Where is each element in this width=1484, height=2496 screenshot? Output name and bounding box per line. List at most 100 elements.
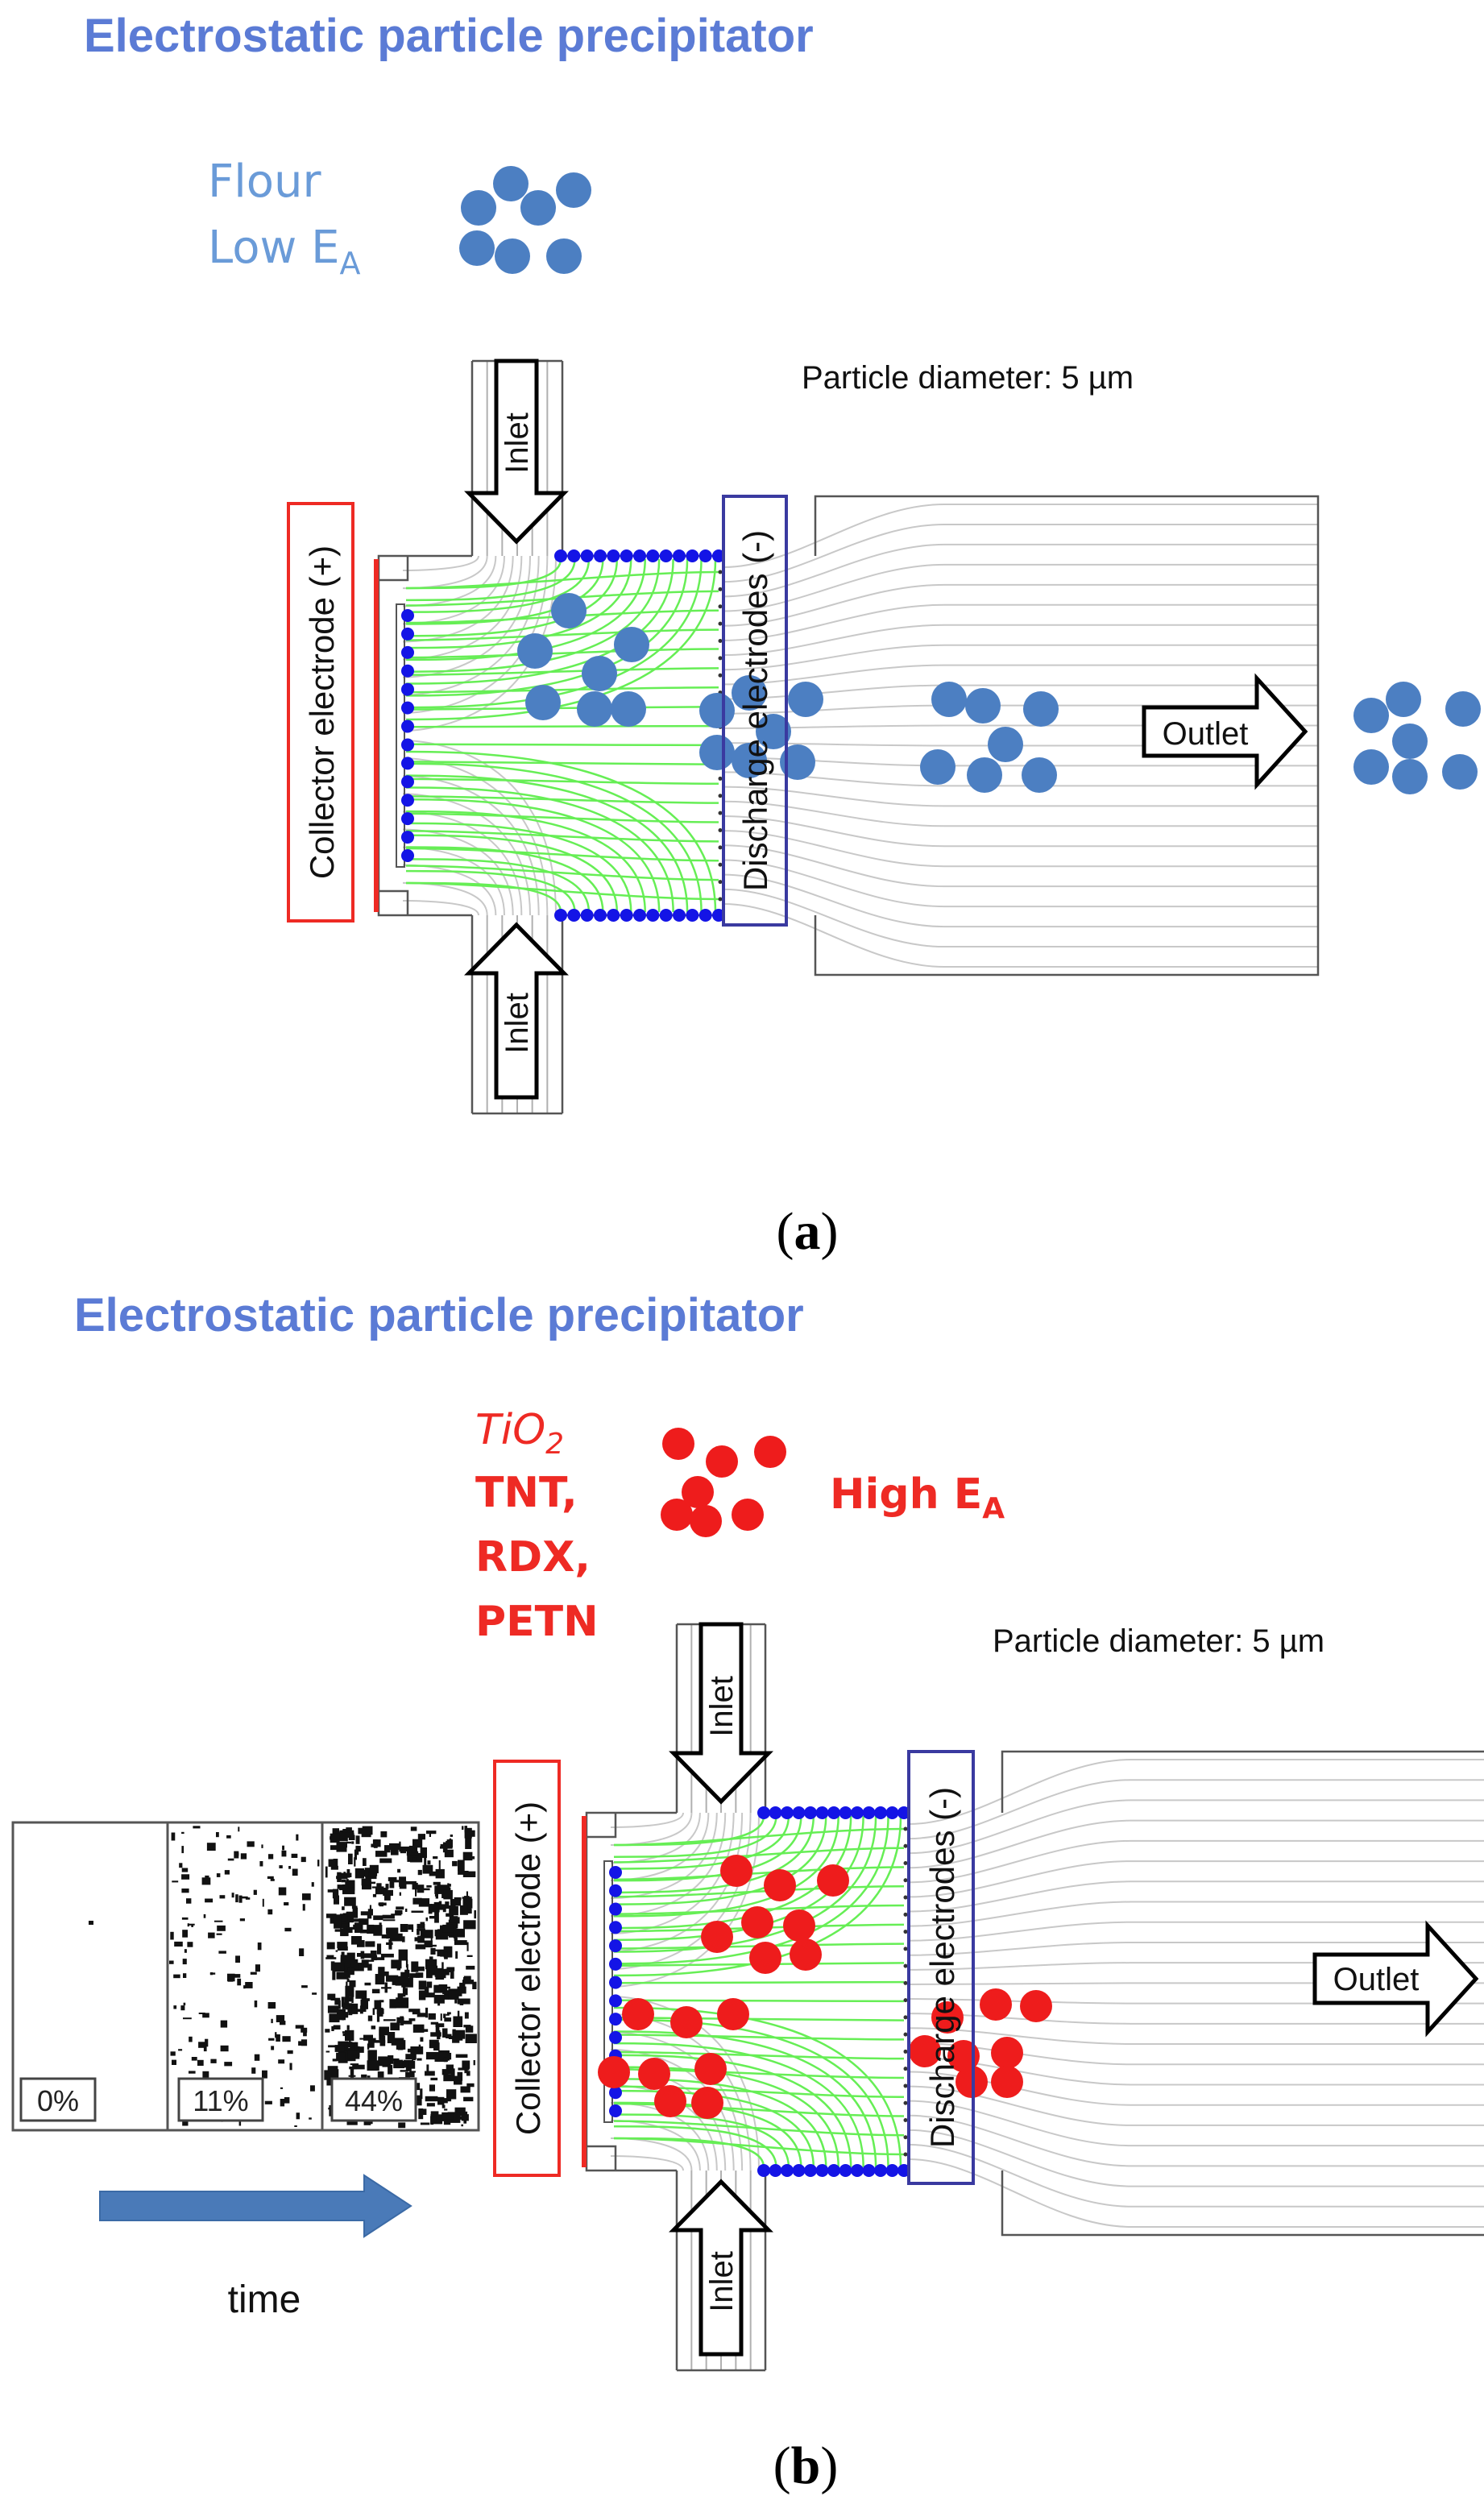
panel-a-outlet-particle [1386, 682, 1421, 717]
panel-a-field-line [405, 724, 719, 728]
panel-b-coverage-speck [238, 1895, 242, 1903]
panel-b-coverage-speck [270, 1879, 275, 1881]
panel-a-top-electrode-dot [673, 549, 686, 562]
panel-b-outlet-streamline [908, 2085, 1484, 2126]
panel-b-chamber-flowline [610, 2155, 684, 2171]
panel-b-coverage-speck [391, 1845, 399, 1855]
panel-b-coverage-speck [425, 2051, 439, 2060]
panel-b-coverage-speck [325, 1866, 328, 1878]
panel-a-particle [732, 675, 767, 711]
panel-b-caption-letter: b [791, 2436, 821, 2495]
panel-b-coverage-speck [327, 2066, 338, 2071]
panel-b-coverage-speck [344, 1897, 356, 1906]
panel-b-coverage-speck [386, 1928, 399, 1934]
panel-b-coverage-speck [367, 2060, 379, 2071]
panel-b-coverage-speck [205, 1875, 209, 1879]
panel-a-collector-dot [401, 627, 414, 641]
panel-a-inlet-bottom-arrow: Inlet [464, 922, 569, 1100]
panel-b-coverage-speck [243, 1985, 246, 1989]
panel-a-particle [577, 691, 612, 727]
panel-b-particle [638, 2058, 670, 2090]
panel-b-coverage-speck [363, 2034, 373, 2041]
panel-a-discharge-dot [718, 570, 723, 574]
panel-b-coverage-speck [327, 1889, 337, 1893]
panel-a-discharge-label: Discharge electrodes (-) [736, 530, 774, 891]
panel-b-coverage-speck [395, 2061, 399, 2064]
panel-b-coverage-speck [334, 2045, 345, 2052]
panel-b-coverage-speck [465, 1856, 475, 1860]
panel-b-bottom-electrode-dot [827, 2164, 840, 2177]
panel-a-discharge-dot [718, 604, 723, 609]
panel-a-collector-box [287, 502, 354, 923]
panel-b-coverage-speck [374, 2000, 382, 2009]
panel-b-coverage-speck [398, 1949, 408, 1961]
panel-b-coverage-speck [460, 2086, 470, 2093]
panel-b-coverage-speckles [89, 1826, 477, 2129]
panel-b-outlet-streamline [908, 1982, 1484, 1985]
panel-a-field-line [405, 774, 689, 913]
panel-a-outlet-streamline [723, 603, 1318, 641]
panel-a-outlet-shape [1142, 673, 1308, 790]
panel-b-coverage-speck [379, 2000, 384, 2003]
panel-b-coverage-speck [446, 2089, 457, 2100]
panel-b-coverage-speck [376, 1943, 382, 1955]
panel-b-coverage-speck [371, 1988, 380, 1994]
panel-b-coverage-speck [358, 1827, 363, 1835]
panel-b-coverage-speck [302, 1904, 305, 1911]
panel-b-coverage-speck [472, 1981, 477, 1989]
panel-b-coverage-speck [330, 1833, 340, 1843]
panel-a-field-line [405, 558, 619, 637]
panel-a-particle [788, 682, 823, 717]
panel-b-field-line [613, 2042, 864, 2168]
panel-a-bottom-electrode-dot [698, 909, 712, 922]
panel-b-coverage-speck [373, 1925, 383, 1936]
panel-b-coverage-speck [470, 1830, 475, 1837]
panel-a-collector-dot [401, 775, 414, 789]
panel-b-coverage-speck [410, 1826, 417, 1831]
panel-b-particles [598, 1855, 1052, 2119]
panel-b-coverage-speck [170, 1931, 174, 1940]
panel-b-coverage-speck [430, 1904, 440, 1913]
panel-a-field-line [405, 822, 632, 913]
panel-a-field-line [405, 798, 661, 913]
panel-b-field-line [613, 2054, 852, 2168]
panel-b-coverage-speck [338, 2000, 341, 2009]
panel-b-coverage-speck [341, 1914, 348, 1922]
panel-b-coverage-speck [466, 2071, 470, 2076]
panel-a-discharge-dot [718, 880, 723, 885]
panel-b-coverage-speck [238, 2121, 242, 2126]
panel-b-collector-dot [609, 1902, 622, 1916]
panel-b-coverage-speck [417, 2013, 426, 2017]
panel-b-coverage-speck [375, 1851, 388, 1857]
panel-a-outlet-streamline [723, 523, 1318, 583]
panel-b-material-2: RDX, [475, 1533, 591, 1582]
panel-a-particles [517, 593, 1059, 793]
panel-b-coverage-speck [345, 1985, 354, 1997]
panel-b-coverage-speck [425, 2096, 438, 2102]
panel-b-legend-particle [754, 1436, 786, 1468]
panel-b-coverage-speck [412, 1839, 423, 1848]
panel-b-coverage-speck [398, 2122, 406, 2129]
panel-b-coverage-speck [411, 1910, 424, 1913]
panel-b-outlet-streamline [908, 2027, 1484, 2046]
panel-b-coverage-speck [452, 2038, 460, 2043]
panel-b-field-line [613, 2120, 905, 2137]
panel-b-bottom-electrode-dot [769, 2164, 782, 2177]
panel-b-coverage-speck [368, 2038, 376, 2041]
panel-b-collector-dot [609, 1976, 622, 1989]
panel-b-coverage-speck [361, 1998, 370, 2001]
panel-b-discharge-label: Discharge electrodes (-) [923, 1787, 961, 2148]
panel-a-field-line [405, 834, 619, 913]
panel-b-coverage-speck [433, 1994, 445, 2004]
panel-a-particle [931, 682, 967, 717]
panel-b-discharge-dot [903, 1930, 908, 1934]
panel-b-coverage-speck [399, 1876, 406, 1887]
panel-b-coverage-speck [373, 1915, 383, 1921]
panel-b-coverage-speck [466, 1898, 472, 1909]
panel-b-particle [720, 1855, 752, 1887]
panel-b-discharge-dot [903, 1963, 908, 1968]
panel-b-inlet-top-shape [669, 1622, 773, 1805]
panel-b-coverage-speck [402, 2061, 408, 2068]
panel-b-discharge-dot [903, 2100, 908, 2105]
panel-b-coverage-speck [391, 1913, 402, 1916]
